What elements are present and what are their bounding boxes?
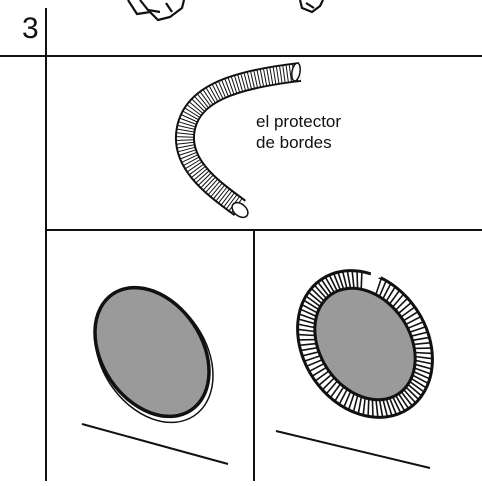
lens-with-protector-icon xyxy=(270,245,460,468)
lens-plain-icon xyxy=(71,266,238,464)
ring-rib xyxy=(372,399,373,417)
ring-rib xyxy=(368,399,369,417)
ring-rib xyxy=(357,271,358,289)
edge-protector-label-line1: el protector xyxy=(256,111,341,132)
edge-protector-label: el protector de bordes xyxy=(256,111,341,153)
ring-rib xyxy=(415,353,432,354)
ring-rib xyxy=(361,272,362,290)
edge-protector-label-line2: de bordes xyxy=(256,132,341,153)
top-left-partial-icon xyxy=(128,0,184,20)
ring-rib xyxy=(298,335,315,336)
surface-line-left xyxy=(82,424,228,464)
tube-rib xyxy=(176,137,194,138)
step-number: 3 xyxy=(22,12,39,46)
top-right-partial-icon xyxy=(300,0,323,12)
surface-line-right xyxy=(276,431,430,468)
